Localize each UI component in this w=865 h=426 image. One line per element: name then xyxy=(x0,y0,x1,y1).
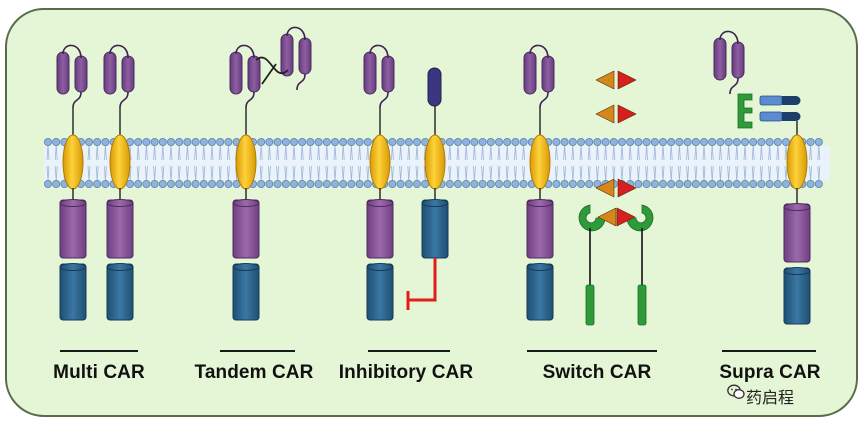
car-constructs xyxy=(56,26,811,326)
switch-car-construct xyxy=(523,44,555,321)
inhibitory-car-activating xyxy=(363,44,395,321)
switch-receptors xyxy=(578,204,654,326)
inhibitory-signal-arrow xyxy=(406,258,437,310)
inhibitory-car-receptor xyxy=(421,67,449,259)
switch-ligands xyxy=(595,70,637,198)
multi-car-construct-1 xyxy=(56,44,88,321)
tandem-car-construct xyxy=(229,26,312,321)
multi-car-construct-2 xyxy=(103,44,135,321)
supra-car-construct xyxy=(713,30,811,325)
